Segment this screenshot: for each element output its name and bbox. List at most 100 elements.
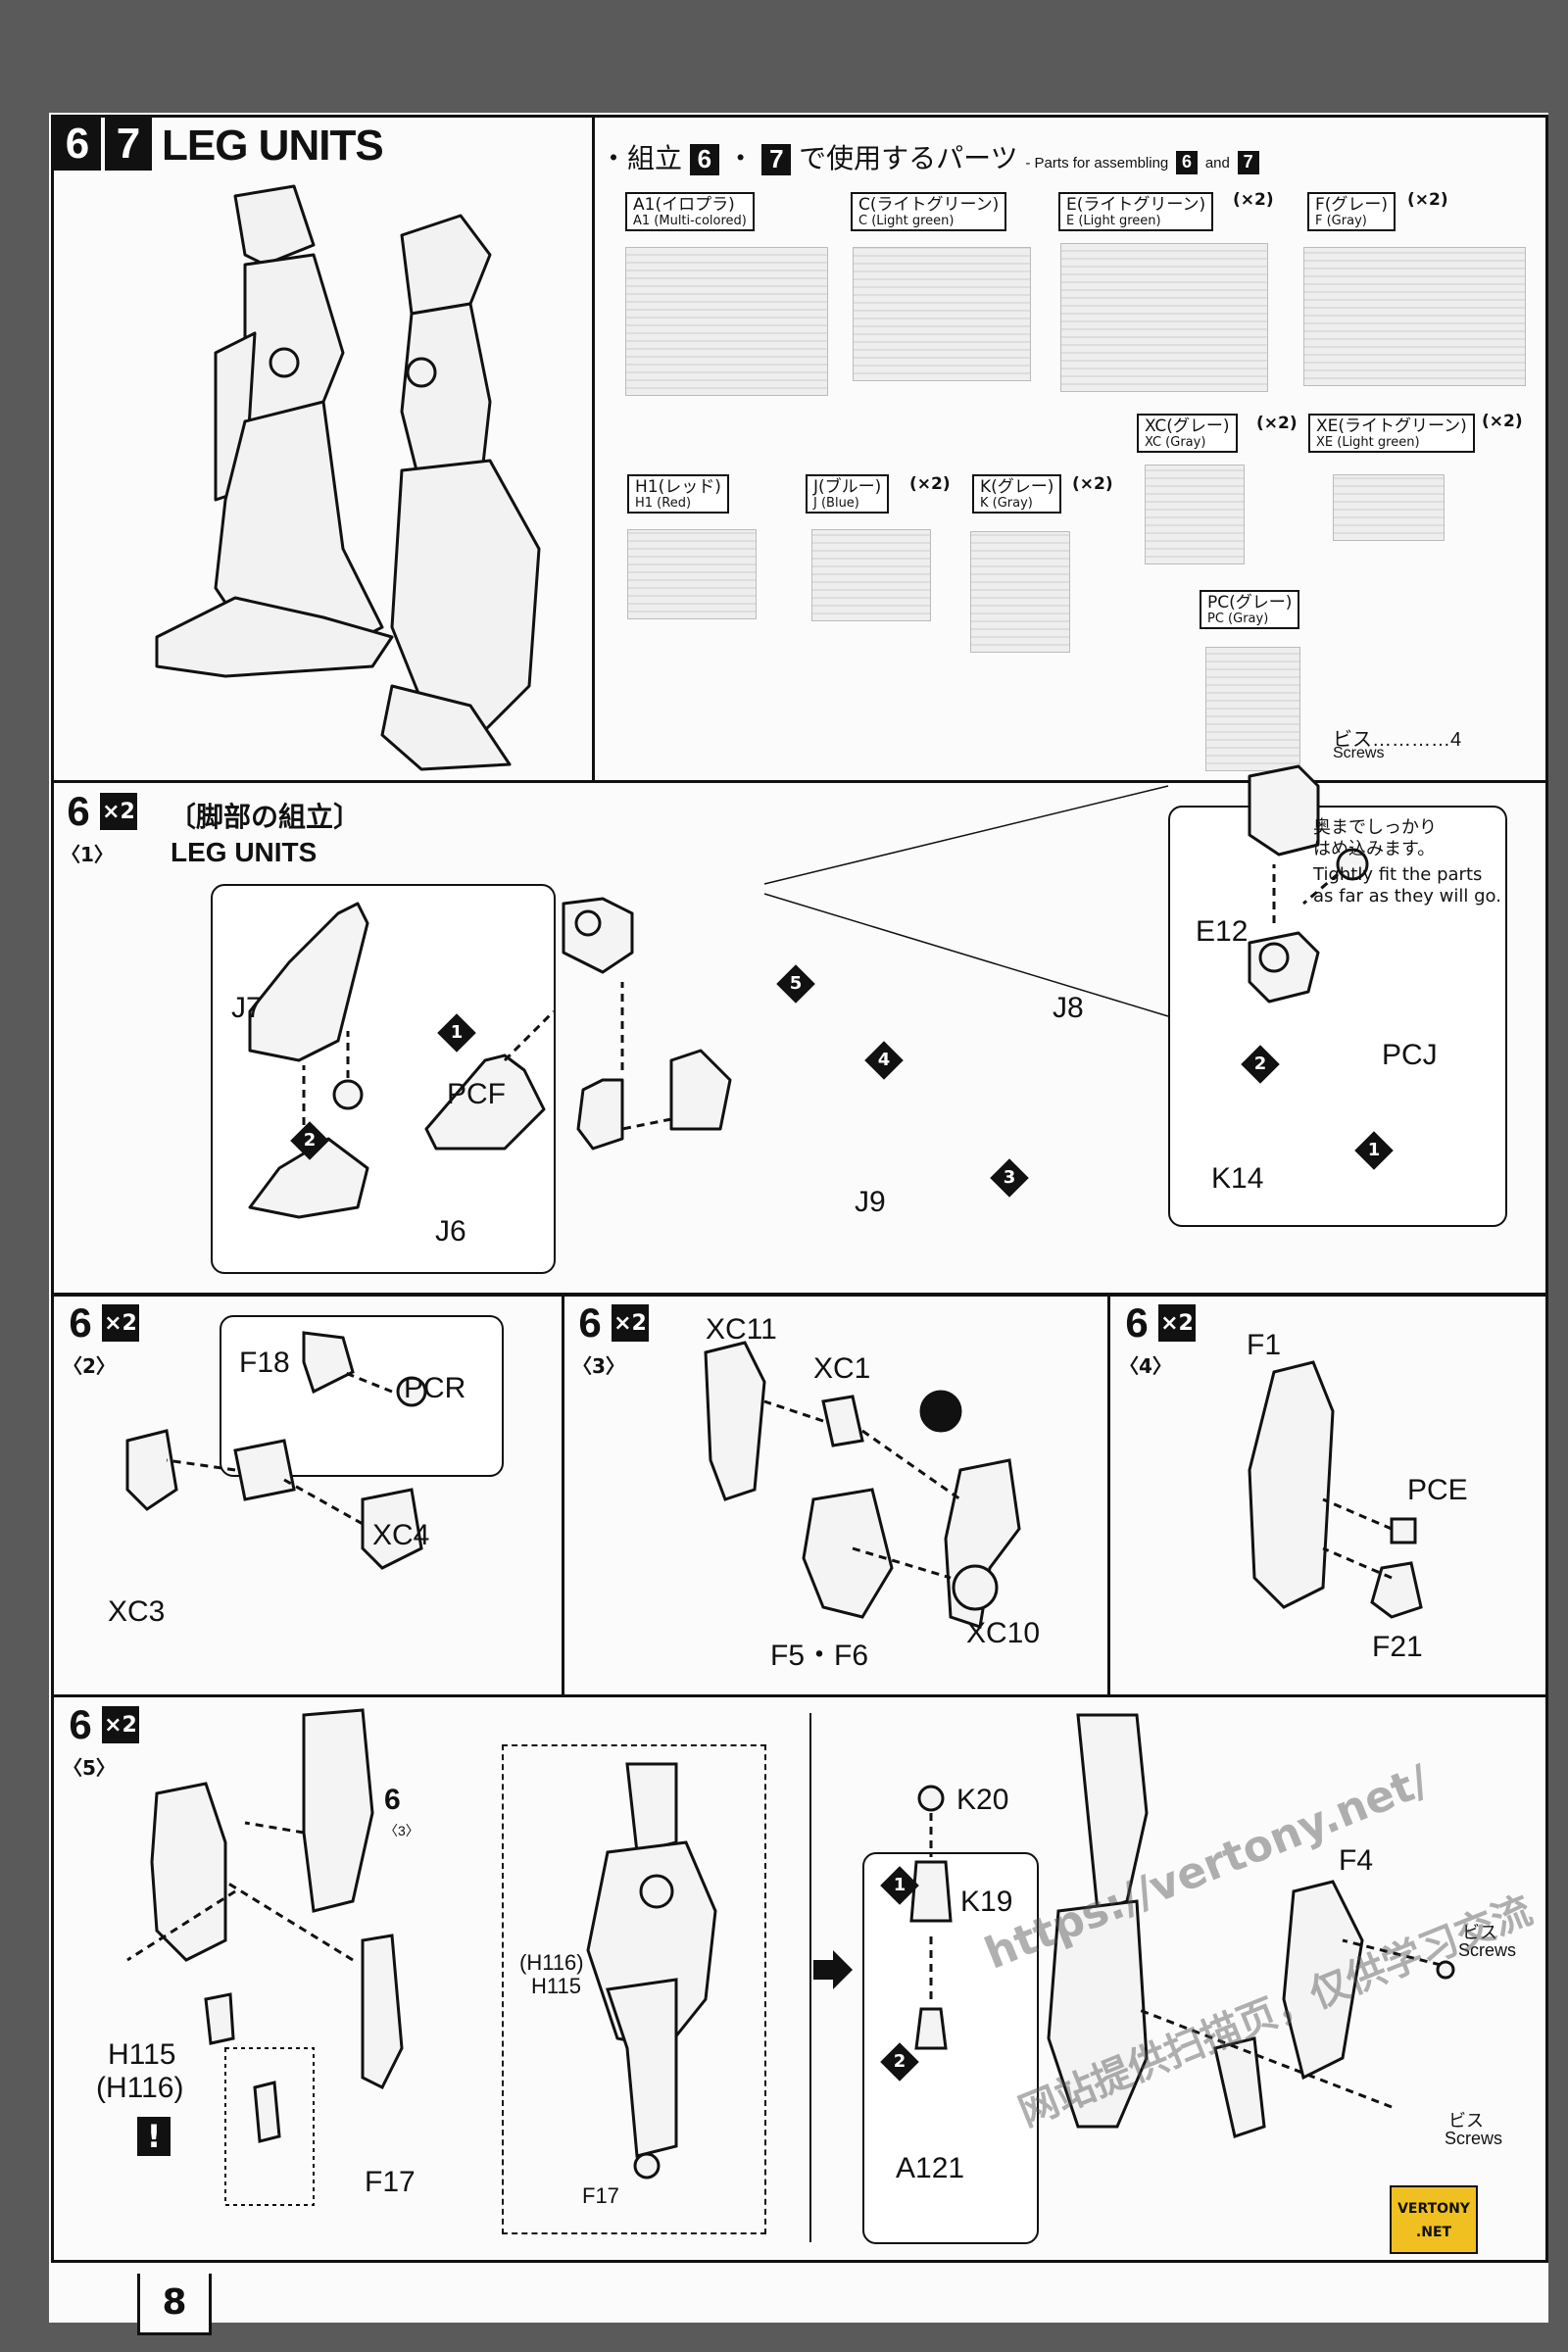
label-k14: K14 (1211, 1162, 1264, 1195)
ref-step-6-sub: 〈3〉 (384, 1823, 419, 1838)
label-pcr: PCR (404, 1372, 466, 1404)
runner-h1: H1(レッド)H1 (Red) (627, 474, 729, 514)
step2-diagram (125, 1331, 427, 1570)
step1-note-en: Tightly fit the parts as far as they wil… (1313, 864, 1501, 906)
label-j6: J6 (435, 1215, 466, 1248)
step4-substep: 〈4〉 (1119, 1354, 1172, 1378)
label-f4: F4 (1339, 1844, 1374, 1877)
step-marker-1: 1 (1354, 1131, 1394, 1170)
page-title: LEG UNITS (162, 122, 384, 170)
step3-multiplier: ×2 (610, 1302, 651, 1344)
screws-label-2-jp: ビス (1448, 2111, 1484, 2131)
label-xc10: XC10 (966, 1617, 1041, 1649)
label-f21: F21 (1372, 1631, 1423, 1663)
step4-badge: 6 ×2 (1117, 1299, 1198, 1346)
page-number: 8 (137, 2274, 212, 2335)
runner-code: XC(グレー) (1145, 416, 1230, 436)
watermark-badge: VERTONY .NET (1390, 2185, 1478, 2254)
runner-code-en: K (Gray) (980, 496, 1033, 511)
label-j8: J8 (1053, 992, 1084, 1024)
runner-c: C(ライトグリーン)C (Light green) (851, 192, 1007, 231)
runner-code-en: C (Light green) (858, 214, 955, 228)
runner-sprue-image (627, 529, 757, 619)
step-marker-4: 4 (864, 1041, 904, 1080)
step4-multiplier: ×2 (1156, 1302, 1198, 1344)
label-xc4: XC4 (372, 1519, 430, 1551)
runner-f: F(グレー)F (Gray) (1307, 192, 1396, 231)
step4-diagram (1248, 1360, 1423, 1619)
runner-sprue-image (970, 531, 1070, 653)
runner-tag: PC(グレー)PC (Gray) (1200, 590, 1300, 629)
step1-badge: 6 ×2 (59, 788, 139, 834)
parts-heading-num-7: 7 (761, 143, 792, 175)
runner-code-en: H1 (Red) (635, 496, 692, 511)
runner-sprue-image (1060, 243, 1268, 392)
warning-icon: ! (137, 2117, 171, 2156)
step-marker-3: 3 (990, 1158, 1029, 1198)
runner-code: C(ライトグリーン) (858, 195, 1000, 215)
runner-tag: A1(イロプラ)A1 (Multi-colored) (625, 192, 755, 231)
step1-number: 6 (67, 788, 90, 834)
step-header-badge: 6 7 (54, 118, 152, 171)
runner-a1: A1(イロプラ)A1 (Multi-colored) (625, 192, 755, 231)
runner-multiplier: (×2) (1407, 190, 1448, 210)
runner-sprue-image (853, 247, 1031, 381)
parts-heading: ・組立 6 ・ 7 で使用するパーツ - Parts for assemblin… (600, 137, 1259, 176)
runner-code: XE(ライトグリーン) (1316, 416, 1467, 436)
runner-code-en: J (Blue) (813, 496, 859, 511)
screws-label-1-jp: ビス (1462, 1923, 1497, 1942)
parts-heading-separator: ・ (726, 143, 755, 173)
runner-code-en: XC (Gray) (1145, 435, 1206, 450)
runner-multiplier: (×2) (1072, 474, 1113, 494)
step3-number: 6 (578, 1299, 602, 1346)
label-pce: PCE (1407, 1474, 1468, 1506)
runner-code-en: A1 (Multi-colored) (633, 214, 747, 228)
runner-multiplier: (×2) (909, 474, 951, 494)
step5-panel (51, 1694, 1548, 2263)
leg-unit-illustration (155, 184, 541, 771)
label-f18: F18 (239, 1347, 290, 1379)
step3-badge: 6 ×2 (570, 1299, 651, 1346)
label-h115: H115 (108, 2038, 176, 2071)
runner-tag: C(ライトグリーン)C (Light green) (851, 192, 1007, 231)
runner-tag: E(ライトグリーン)E (Light green) (1058, 192, 1214, 231)
label-h116: (H116) (96, 2072, 184, 2104)
runner-code-en: XE (Light green) (1316, 435, 1420, 450)
runner-code: E(ライトグリーン) (1066, 195, 1206, 215)
runner-multiplier: (×2) (1233, 190, 1274, 210)
runner-tag: K(グレー)K (Gray) (972, 474, 1062, 514)
runner-sprue-image (1333, 474, 1445, 541)
runner-k: K(グレー)K (Gray) (972, 474, 1062, 514)
label-xc3: XC3 (108, 1595, 166, 1628)
label-f1: F1 (1247, 1329, 1282, 1361)
runner-tag: J(ブルー)J (Blue) (806, 474, 890, 514)
runner-sprue-image (811, 529, 931, 621)
runner-code: PC(グレー) (1207, 593, 1293, 612)
label-j7: J7 (231, 992, 263, 1024)
parts-heading-jp: で使用するパーツ (799, 143, 1018, 173)
runner-xe: XE(ライトグリーン)XE (Light green) (1308, 414, 1475, 453)
runner-code: F(グレー) (1315, 195, 1389, 215)
parts-heading-en-num-7: 7 (1237, 150, 1259, 174)
runner-sprue-image (1145, 465, 1245, 564)
step5-detail-box (502, 1744, 766, 2234)
runner-code: J(ブルー) (813, 477, 882, 497)
runner-code-en: F (Gray) (1315, 214, 1367, 228)
screws-label-en: Screws (1333, 745, 1385, 761)
label-h115b: H115 (531, 1974, 581, 1998)
step3-diagram (704, 1341, 1021, 1629)
label-k19: K19 (960, 1886, 1013, 1918)
ref-step-6: 6 (384, 1784, 401, 1816)
step1-title-jp: 〔脚部の組立〕 (169, 802, 362, 832)
runner-sprue-image (1303, 247, 1526, 386)
step-marker-2: 2 (1241, 1045, 1280, 1084)
runner-tag: H1(レッド)H1 (Red) (627, 474, 729, 514)
label-f17b: F17 (582, 2183, 619, 2208)
step5-detail-diagram (586, 1762, 717, 2180)
label-h116b: (H116) (519, 1950, 584, 1975)
runner-multiplier: (×2) (1482, 412, 1523, 431)
step5-substep: 〈5〉 (63, 1756, 116, 1780)
runner-e: E(ライトグリーン)E (Light green) (1058, 192, 1214, 231)
step-marker-5: 5 (776, 964, 815, 1004)
step2-number: 6 (69, 1299, 92, 1346)
